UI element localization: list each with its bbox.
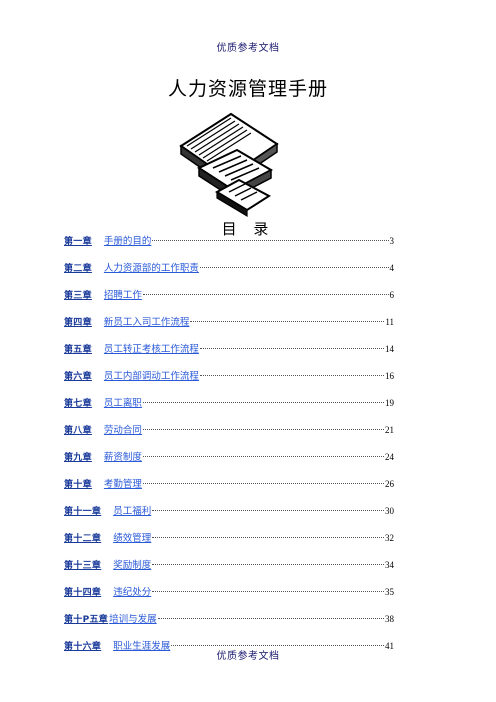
toc-entry[interactable]: 第十四章 违纪处分 35 bbox=[64, 584, 394, 600]
toc-page-number: 32 bbox=[385, 533, 394, 543]
toc-chapter[interactable]: 第五章 bbox=[64, 345, 92, 355]
dot-leader bbox=[142, 402, 384, 403]
toc-entry[interactable]: 第七章 员工离职 19 bbox=[64, 395, 394, 411]
toc-page-number: 34 bbox=[385, 560, 394, 570]
toc-title[interactable]: 考勤管理 bbox=[103, 480, 142, 490]
toc-title[interactable]: 员工内部调动工作流程 bbox=[103, 372, 199, 382]
toc-chapter[interactable]: 第六章 bbox=[64, 372, 92, 382]
toc-title[interactable]: 违纪处分 bbox=[113, 588, 152, 598]
dot-leader bbox=[142, 483, 384, 484]
toc-title[interactable]: 员工转正考核工作流程 bbox=[103, 345, 199, 355]
toc-entry[interactable]: 第十六章 职业生涯发展 41 bbox=[64, 638, 394, 654]
toc-page-number: 35 bbox=[385, 587, 394, 597]
toc-entry[interactable]: 第四章 新员工入司工作流程 11 bbox=[64, 314, 394, 330]
stacked-documents-icon bbox=[179, 112, 279, 218]
toc-heading: 目 录 bbox=[221, 220, 275, 238]
dot-leader bbox=[199, 267, 389, 268]
toc-chapter[interactable]: 第八章 bbox=[64, 426, 92, 436]
toc-page-number: 41 bbox=[385, 641, 394, 651]
dot-leader bbox=[199, 348, 384, 349]
toc-title[interactable]: 劳动合同 bbox=[103, 426, 142, 436]
toc-chapter[interactable]: 第十P五章 bbox=[64, 615, 109, 625]
dot-leader bbox=[152, 537, 384, 538]
toc-page-number: 30 bbox=[385, 506, 394, 516]
toc-title[interactable]: 薪资制度 bbox=[103, 453, 142, 463]
toc-page-number: 14 bbox=[385, 344, 394, 354]
toc-title[interactable]: 新员工入司工作流程 bbox=[103, 318, 190, 328]
toc-chapter[interactable]: 第三章 bbox=[64, 291, 92, 301]
toc-title[interactable]: 招聘工作 bbox=[103, 291, 142, 301]
dot-leader bbox=[199, 375, 384, 376]
dot-leader bbox=[142, 294, 389, 295]
toc-chapter[interactable]: 第十六章 bbox=[64, 642, 102, 652]
toc-page-number: 19 bbox=[385, 398, 394, 408]
page-footer: 优质参考文档 bbox=[216, 651, 280, 662]
toc-page-number: 26 bbox=[385, 479, 394, 489]
dot-leader bbox=[171, 645, 384, 646]
toc-entry[interactable]: 第五章 员工转正考核工作流程 14 bbox=[64, 341, 394, 357]
document-title: 人力资源管理手册 bbox=[167, 78, 328, 100]
toc-chapter[interactable]: 第十二章 bbox=[64, 534, 102, 544]
toc-entry[interactable]: 第九章 薪资制度 24 bbox=[64, 449, 394, 465]
toc-entry[interactable]: 第十一章 员工福利 30 bbox=[64, 503, 394, 519]
toc-chapter[interactable]: 第四章 bbox=[64, 318, 92, 328]
toc-title[interactable]: 奖励制度 bbox=[113, 561, 152, 571]
toc-page-number: 21 bbox=[385, 425, 394, 435]
toc-entry[interactable]: 第一章 手册的目的 3 bbox=[64, 233, 394, 249]
toc-chapter[interactable]: 第十三章 bbox=[64, 561, 102, 571]
toc-title[interactable]: 职业生涯发展 bbox=[113, 642, 171, 652]
toc-chapter[interactable]: 第九章 bbox=[64, 453, 92, 463]
toc-entry[interactable]: 第八章 劳动合同 21 bbox=[64, 422, 394, 438]
toc-page-number: 24 bbox=[385, 452, 394, 462]
toc-page-number: 6 bbox=[389, 290, 395, 300]
dot-leader bbox=[152, 240, 389, 241]
page-header: 优质参考文档 bbox=[216, 43, 280, 54]
toc-title[interactable]: 人力资源部的工作职责 bbox=[103, 264, 199, 274]
toc-title[interactable]: 手册的目的 bbox=[103, 237, 152, 247]
toc-entry[interactable]: 第二章 人力资源部的工作职责 4 bbox=[64, 260, 394, 276]
toc-page-number: 3 bbox=[389, 236, 395, 246]
dot-leader bbox=[152, 564, 384, 565]
toc-entry[interactable]: 第十P五章 培训与发展 38 bbox=[64, 611, 394, 627]
toc-title[interactable]: 培训与发展 bbox=[109, 615, 157, 625]
documents-illustration bbox=[177, 106, 279, 220]
dot-leader bbox=[152, 510, 384, 511]
toc-title[interactable]: 员工离职 bbox=[103, 399, 142, 409]
toc-title[interactable]: 员工福利 bbox=[113, 507, 152, 517]
toc-chapter[interactable]: 第一章 bbox=[64, 237, 92, 247]
toc-chapter[interactable]: 第二章 bbox=[64, 264, 92, 274]
toc-page-number: 4 bbox=[389, 263, 395, 273]
toc-entry[interactable]: 第六章 员工内部调动工作流程 16 bbox=[64, 368, 394, 384]
toc-page-number: 38 bbox=[385, 614, 394, 624]
toc-chapter[interactable]: 第七章 bbox=[64, 399, 92, 409]
toc-entry[interactable]: 第十三章 奖励制度 34 bbox=[64, 557, 394, 573]
toc-chapter[interactable]: 第十章 bbox=[64, 480, 92, 490]
dot-leader bbox=[190, 321, 385, 322]
toc-chapter[interactable]: 第十一章 bbox=[64, 507, 102, 517]
toc-chapter[interactable]: 第十四章 bbox=[64, 588, 102, 598]
dot-leader bbox=[152, 591, 384, 592]
dot-leader bbox=[142, 429, 384, 430]
toc-page-number: 16 bbox=[385, 371, 394, 381]
toc-title[interactable]: 绩效管理 bbox=[113, 534, 152, 544]
toc-entry[interactable]: 第十二章 绩效管理 32 bbox=[64, 530, 394, 546]
toc-entry[interactable]: 第十章 考勤管理 26 bbox=[64, 476, 394, 492]
toc-entry[interactable]: 第三章 招聘工作 6 bbox=[64, 287, 394, 303]
dot-leader bbox=[142, 456, 384, 457]
toc-page-number: 11 bbox=[385, 317, 394, 327]
dot-leader bbox=[157, 618, 384, 619]
